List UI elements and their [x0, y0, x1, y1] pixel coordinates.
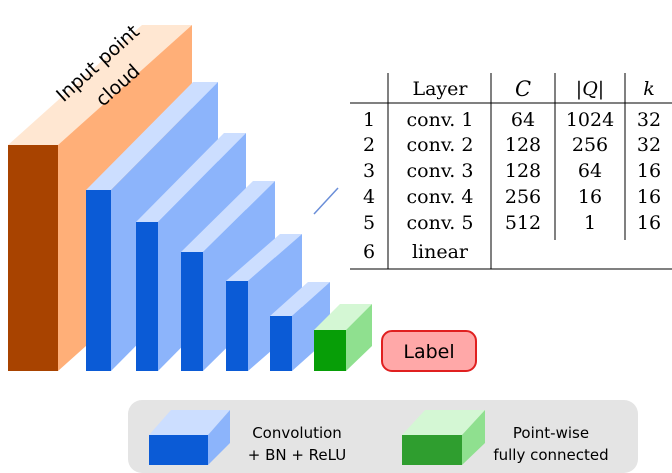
- table-header-layer: Layer: [412, 78, 468, 100]
- table-cell: 16: [637, 212, 661, 234]
- table-cell: conv. 1: [407, 109, 474, 131]
- table-cell: 512: [505, 212, 541, 234]
- legend-conv-front: [149, 435, 208, 465]
- table-cell: 16: [578, 186, 602, 208]
- table-header-q: |Q|: [576, 78, 604, 100]
- conv-block-1-front: [86, 190, 111, 371]
- table-cell: 64: [511, 109, 535, 131]
- conv-block-5-top: [270, 282, 330, 316]
- conv-block-4-side: [248, 234, 302, 371]
- legend-fc-line1: Point-wise: [513, 424, 589, 442]
- fc-block-top: [314, 304, 372, 330]
- conv-block-1-top: [86, 82, 218, 190]
- conv-block-4-top: [226, 234, 302, 281]
- legend-conv-line2: + BN + ReLU: [248, 446, 347, 464]
- table-cell: 3: [363, 160, 375, 182]
- table-cell: conv. 5: [407, 212, 474, 234]
- table-cell: 32: [637, 134, 661, 156]
- legend-conv-side: [208, 410, 230, 465]
- table-header-k: k: [643, 78, 655, 100]
- label-output-text: Label: [403, 341, 454, 363]
- table-cell: 1024: [566, 109, 614, 131]
- legend-conv-top: [149, 410, 230, 435]
- table-cell: 1: [363, 109, 375, 131]
- table-cell: conv. 2: [407, 134, 474, 156]
- table-header-c: C: [515, 77, 531, 101]
- legend-conv-swatch: [149, 410, 230, 465]
- input-block-top: [8, 25, 192, 145]
- fc-block: [314, 304, 372, 371]
- table-cell: 5: [363, 212, 375, 234]
- conv-block-4-front: [226, 281, 248, 371]
- table-cell: 128: [505, 160, 541, 182]
- conv-block-5: [270, 282, 330, 371]
- legend-background: [128, 400, 638, 473]
- table-cell: 256: [572, 134, 608, 156]
- legend-fc-side: [462, 410, 485, 465]
- table-cell: conv. 4: [407, 186, 474, 208]
- layer-table: Layer C |Q| k 1 conv. 1 64 1024 32 2 con…: [350, 73, 672, 270]
- fc-block-front: [314, 330, 346, 371]
- conv-block-5-side: [292, 282, 330, 371]
- table-cell: 2: [363, 134, 375, 156]
- table-cell: 4: [363, 186, 375, 208]
- table-cell: 32: [637, 109, 661, 131]
- connector-line: [313, 187, 339, 215]
- table-cell: 16: [637, 160, 661, 182]
- fc-block-side: [346, 304, 372, 371]
- table-cell: 64: [578, 160, 602, 182]
- conv-block-2-top: [136, 133, 246, 222]
- label-output-box: [381, 330, 477, 372]
- table-cell: 6: [363, 241, 375, 263]
- conv-block-3-top: [181, 181, 275, 252]
- table-cell: 1: [584, 212, 596, 234]
- input-block-front: [8, 145, 58, 371]
- legend-conv-line1: Convolution: [252, 424, 342, 442]
- table-cell: 16: [637, 186, 661, 208]
- legend: Convolution + BN + ReLU Point-wise fully…: [128, 400, 638, 473]
- conv-block-3-front: [181, 252, 203, 371]
- legend-fc-line2: fully connected: [493, 446, 608, 464]
- legend-fc-front: [402, 435, 462, 465]
- table-cell: 128: [505, 134, 541, 156]
- conv-block-4: [226, 234, 302, 371]
- legend-fc-swatch: [402, 410, 485, 465]
- table-cell: linear: [412, 241, 469, 263]
- table-cell: conv. 3: [407, 160, 474, 182]
- table-cell: 256: [505, 186, 541, 208]
- conv-block-2-front: [136, 222, 158, 371]
- label-output: Label: [381, 330, 477, 372]
- conv-block-5-front: [270, 316, 292, 371]
- legend-fc-top: [402, 410, 485, 435]
